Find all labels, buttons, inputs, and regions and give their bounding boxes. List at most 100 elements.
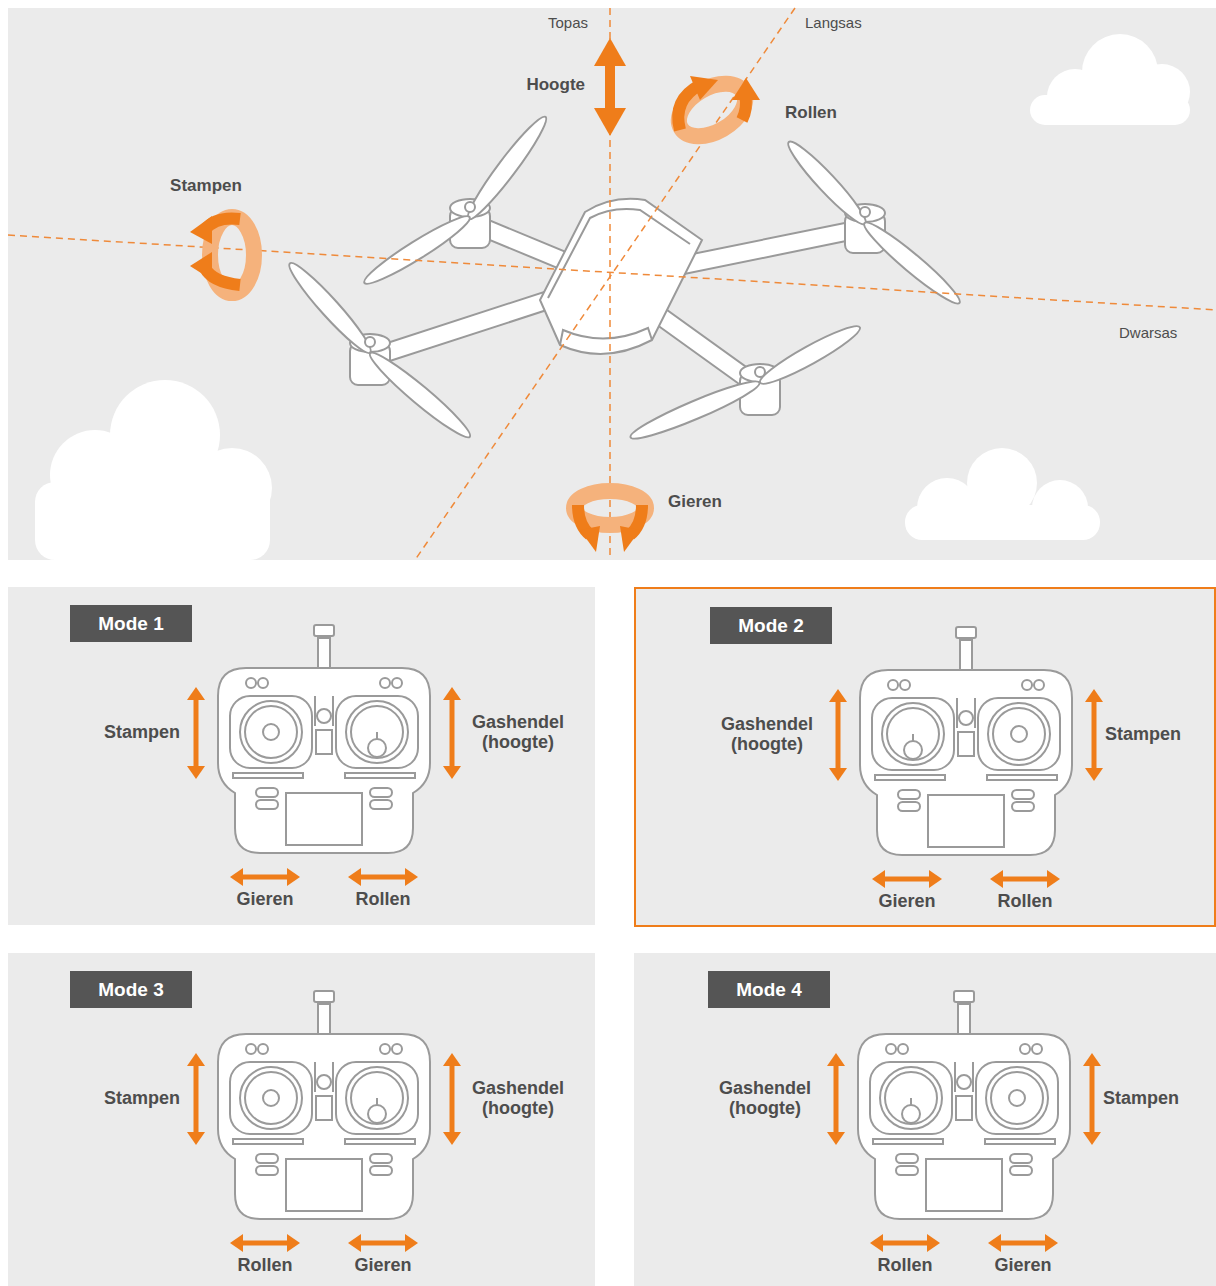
button — [896, 1154, 918, 1163]
led — [888, 680, 898, 690]
antenna-cap — [954, 991, 974, 1002]
led — [886, 1044, 896, 1054]
yaw-arrow — [574, 491, 646, 552]
stick-housing — [978, 698, 1060, 770]
arrow-shaft — [194, 700, 199, 766]
controller-body — [858, 1034, 1070, 1219]
slider — [345, 1139, 415, 1144]
antenna-cap — [314, 991, 334, 1002]
stick-ring — [245, 1072, 297, 1124]
antenna — [318, 638, 330, 668]
arrow-head — [187, 766, 205, 779]
center-switch — [316, 1096, 332, 1120]
stick-knob — [263, 724, 279, 740]
arrow-head — [443, 687, 461, 700]
axis-label: Gashendel (hoogte) — [463, 1079, 573, 1119]
led — [1020, 1044, 1030, 1054]
arrow-shaft — [1003, 877, 1047, 882]
led — [1034, 680, 1044, 690]
slider — [233, 773, 303, 778]
pitch-arrow — [190, 216, 254, 293]
axis-name: Dwarsas — [1116, 324, 1180, 341]
arrow-head — [187, 1053, 205, 1066]
stick-ring — [986, 1067, 1048, 1129]
arrow-head — [1083, 1053, 1101, 1066]
remote-controller — [858, 991, 1070, 1219]
button — [1010, 1166, 1032, 1175]
axis-label: Stampen — [1105, 725, 1181, 745]
divider — [332, 696, 334, 726]
divider — [954, 1062, 956, 1092]
stick-ring — [240, 701, 302, 763]
controller-body — [860, 670, 1072, 855]
button — [370, 800, 392, 809]
arrow-head — [443, 1053, 461, 1066]
axis-label: Gashendel (hoogte) — [710, 1079, 820, 1119]
arrow-shaft — [836, 702, 841, 768]
button — [370, 1154, 392, 1163]
button — [1012, 802, 1034, 811]
stick-ring — [882, 703, 944, 765]
antenna — [318, 1004, 330, 1034]
axis-label-bottom: Gieren — [354, 1256, 411, 1276]
arrow-head — [348, 868, 361, 886]
arrow-shaft — [194, 1066, 199, 1132]
led — [380, 1044, 390, 1054]
sky-ground — [8, 8, 1216, 560]
led — [246, 1044, 256, 1054]
stick-knob — [904, 741, 922, 759]
axis-name: Stampen — [167, 176, 245, 196]
arrow-head — [405, 868, 418, 886]
axis-name: Langsas — [802, 14, 865, 31]
axis-name: Rollen — [782, 103, 840, 123]
arrow-head — [827, 1132, 845, 1145]
slider — [987, 775, 1057, 780]
led — [1022, 680, 1032, 690]
slider — [345, 773, 415, 778]
stick-housing — [336, 1062, 418, 1134]
arrow-shaft — [243, 1241, 287, 1246]
stick-housing — [872, 698, 954, 770]
drone-motors — [350, 199, 885, 415]
drone-propellers — [283, 111, 965, 445]
arrow-head — [829, 689, 847, 702]
stick-ring — [993, 708, 1045, 760]
slider — [875, 775, 945, 780]
arrow-head — [443, 766, 461, 779]
mode-title: Mode 1 — [98, 613, 163, 635]
mode-title: Mode 4 — [736, 979, 801, 1001]
button — [256, 1154, 278, 1163]
arrow-head — [287, 868, 300, 886]
drone-body — [540, 199, 702, 354]
divider — [972, 1062, 974, 1092]
slider — [233, 1139, 303, 1144]
slider — [873, 1139, 943, 1144]
arrow-head — [230, 868, 243, 886]
arrow-shaft — [243, 875, 287, 880]
button — [896, 1166, 918, 1175]
divider — [956, 698, 958, 728]
axis-label: Stampen — [104, 1089, 180, 1109]
mode-title: Mode 2 — [738, 615, 803, 637]
antenna-cap — [314, 625, 334, 636]
arrow-head — [988, 1234, 1001, 1252]
arrow-head — [405, 1234, 418, 1252]
led — [258, 1044, 268, 1054]
stick-ring — [240, 1067, 302, 1129]
mode-title: Mode 3 — [98, 979, 163, 1001]
button — [256, 1166, 278, 1175]
stick-ring — [346, 1067, 408, 1129]
arrow-head — [187, 1132, 205, 1145]
button — [1012, 790, 1034, 799]
arrow-shaft — [361, 875, 405, 880]
axis-label-bottom: Gieren — [878, 892, 935, 912]
center-button — [957, 1075, 971, 1089]
arrow-head — [929, 870, 942, 888]
mode-tag: Mode 4 — [708, 971, 830, 1008]
center-button — [959, 711, 973, 725]
led — [900, 680, 910, 690]
roll-arrow — [670, 73, 760, 147]
stick-knob — [1011, 726, 1027, 742]
arrow-head — [1083, 1132, 1101, 1145]
